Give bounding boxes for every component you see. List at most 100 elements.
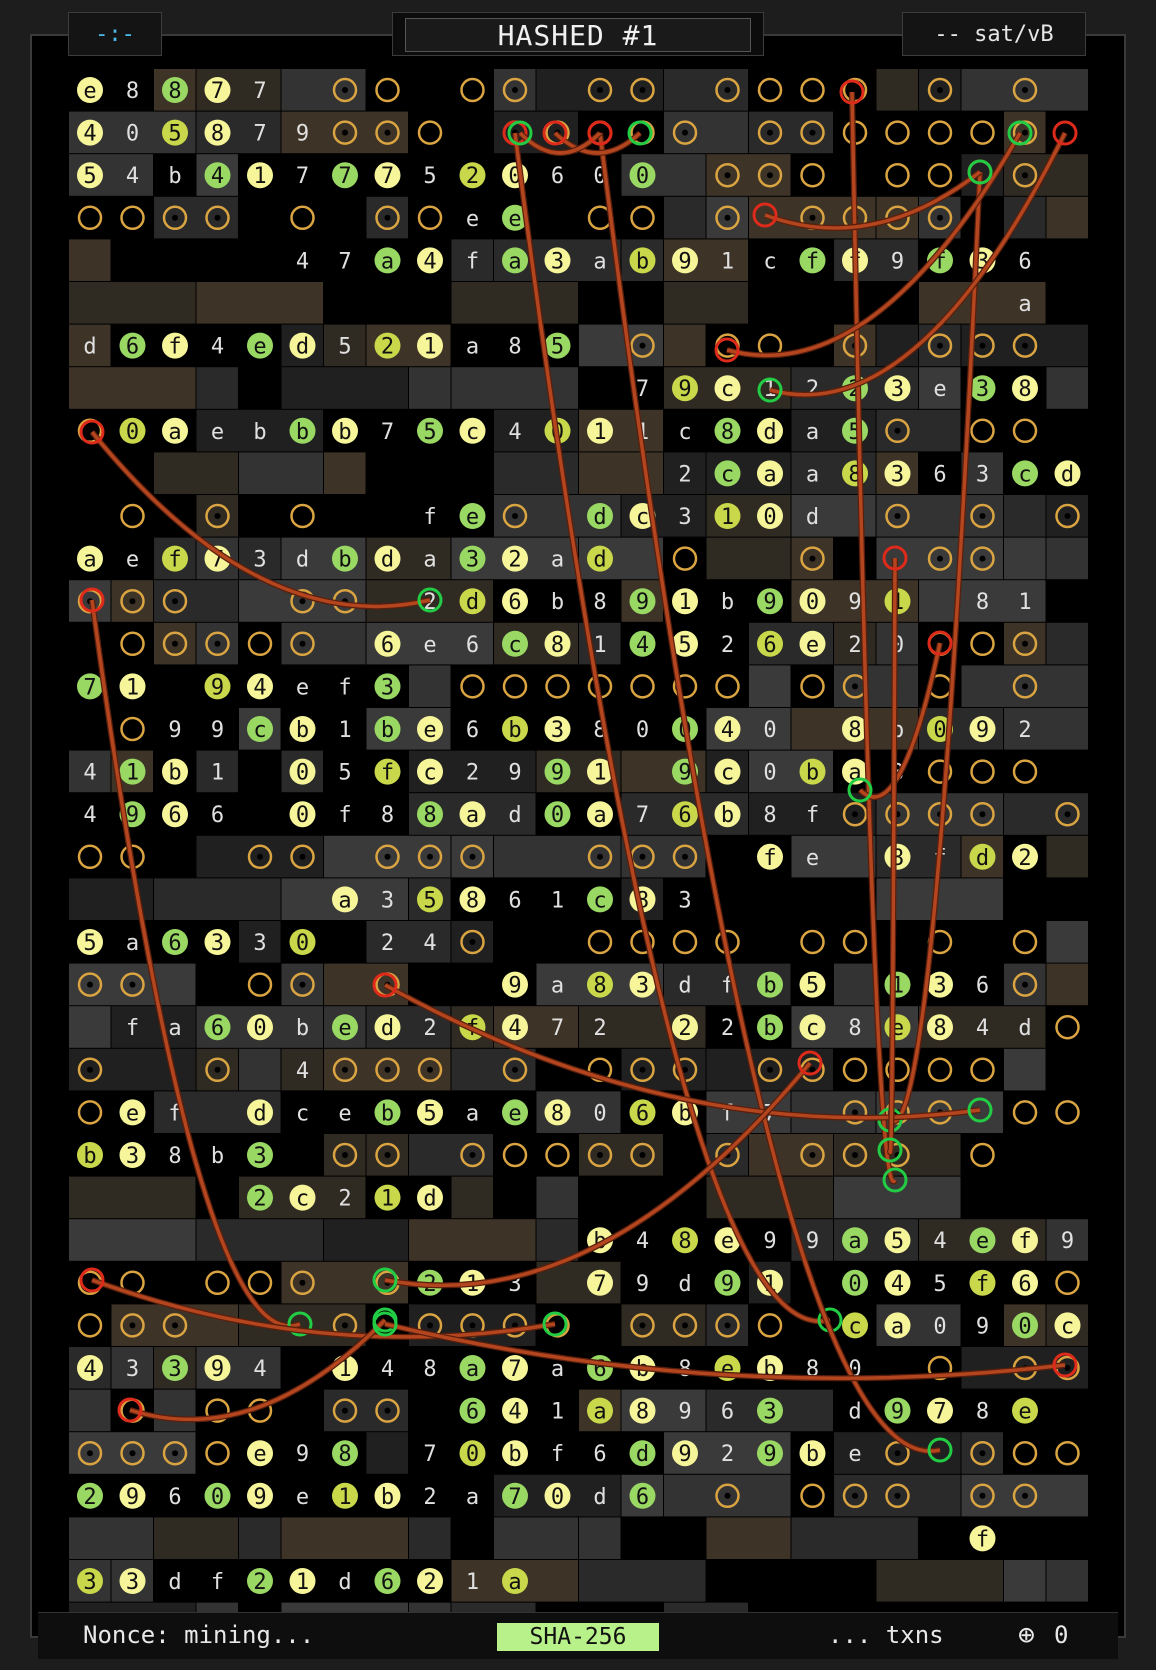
cable-plug[interactable] (542, 120, 568, 146)
jack-socket[interactable] (1012, 418, 1038, 444)
jack-socket[interactable] (970, 759, 995, 784)
jack-socket[interactable] (842, 1142, 868, 1168)
jack-socket[interactable] (120, 972, 145, 997)
cable-plug[interactable] (507, 120, 533, 146)
jack-socket[interactable] (460, 674, 485, 699)
jack-socket[interactable] (630, 1142, 655, 1168)
jack-socket[interactable] (1055, 801, 1080, 827)
jack-socket[interactable] (77, 844, 103, 870)
jack-socket[interactable] (375, 844, 400, 870)
cable[interactable] (384, 1322, 1066, 1380)
cable-plug[interactable] (417, 587, 443, 613)
jack-socket[interactable] (162, 1313, 188, 1338)
jack-socket[interactable] (800, 120, 825, 145)
jack-socket[interactable] (290, 844, 315, 870)
jack-socket[interactable] (1012, 1440, 1038, 1466)
jack-socket[interactable] (205, 503, 230, 529)
jack-socket[interactable] (545, 1142, 570, 1168)
cable-plug[interactable] (752, 202, 778, 228)
jack-socket[interactable] (502, 674, 528, 699)
cable[interactable] (513, 132, 831, 1323)
jack-socket[interactable] (885, 120, 910, 145)
jack-socket[interactable] (247, 1270, 273, 1296)
jack-socket[interactable] (205, 631, 230, 657)
jack-socket[interactable] (120, 631, 145, 657)
jack-socket[interactable] (842, 801, 868, 827)
jack-socket[interactable] (842, 1100, 868, 1125)
jack-socket[interactable] (502, 503, 528, 529)
jack-socket[interactable] (672, 120, 698, 145)
jack-socket[interactable] (162, 1440, 188, 1466)
cable[interactable] (888, 171, 982, 1124)
jack-socket[interactable] (545, 674, 570, 699)
cable-plug[interactable] (1007, 120, 1033, 146)
add-icon[interactable]: ⊕ (1018, 1618, 1035, 1651)
cable-plug[interactable] (79, 419, 105, 445)
cable[interactable] (90, 430, 431, 609)
jack-socket[interactable] (417, 844, 443, 870)
jack-socket[interactable] (927, 120, 953, 145)
jack-socket[interactable] (970, 1483, 995, 1509)
jack-socket[interactable] (1055, 1270, 1080, 1296)
jack-socket[interactable] (77, 1440, 103, 1466)
cable-plug[interactable] (882, 545, 908, 571)
cable[interactable] (384, 1061, 812, 1288)
jack-socket[interactable] (205, 205, 230, 231)
jack-socket[interactable] (290, 631, 315, 657)
jack-socket[interactable] (205, 1398, 230, 1423)
cable-plug[interactable] (797, 1050, 823, 1076)
jack-socket[interactable] (885, 418, 910, 444)
jack-socket[interactable] (672, 844, 698, 870)
cable-plug[interactable] (1052, 1352, 1078, 1378)
jack-socket[interactable] (1012, 77, 1038, 103)
cable-plug[interactable] (757, 377, 783, 403)
jack-socket[interactable] (630, 1057, 655, 1083)
cable[interactable] (850, 91, 897, 1184)
jack-socket[interactable] (332, 120, 358, 145)
cable-plug[interactable] (967, 1097, 993, 1123)
jack-socket[interactable] (800, 162, 825, 188)
jack-socket[interactable] (927, 205, 953, 231)
jack-socket[interactable] (460, 77, 485, 103)
jack-socket[interactable] (1012, 972, 1038, 997)
jack-socket[interactable] (757, 162, 783, 188)
jack-socket[interactable] (205, 1057, 230, 1083)
jack-socket[interactable] (970, 801, 995, 827)
jack-socket[interactable] (672, 1313, 698, 1338)
jack-socket[interactable] (375, 205, 400, 231)
jack-socket[interactable] (927, 77, 953, 103)
cable-plug[interactable] (372, 1267, 398, 1293)
jack-socket[interactable] (842, 1057, 868, 1083)
jack-socket[interactable] (630, 77, 655, 103)
jack-socket[interactable] (630, 1313, 655, 1338)
cable-plug[interactable] (117, 1397, 143, 1423)
jack-socket[interactable] (927, 1355, 953, 1381)
jack-socket[interactable] (800, 77, 825, 103)
cable-plug[interactable] (967, 159, 993, 185)
jack-socket[interactable] (885, 1440, 910, 1466)
jack-socket[interactable] (460, 1142, 485, 1168)
jack-socket[interactable] (1012, 929, 1038, 955)
jack-socket[interactable] (970, 418, 995, 444)
jack-socket[interactable] (842, 1483, 868, 1509)
jack-socket[interactable] (927, 759, 953, 784)
jack-socket[interactable] (715, 77, 740, 103)
jack-socket[interactable] (460, 929, 485, 955)
jack-socket[interactable] (120, 205, 145, 231)
jack-socket[interactable] (120, 588, 145, 614)
jack-socket[interactable] (885, 1483, 910, 1509)
jack-socket[interactable] (460, 844, 485, 870)
jack-socket[interactable] (715, 162, 740, 188)
cable[interactable] (769, 132, 1067, 397)
jack-socket[interactable] (927, 1057, 953, 1083)
jack-socket[interactable] (1012, 759, 1038, 784)
jack-socket[interactable] (1012, 333, 1038, 358)
jack-socket[interactable] (927, 162, 953, 188)
jack-socket[interactable] (970, 1142, 995, 1168)
jack-socket[interactable] (1055, 1440, 1080, 1466)
jack-socket[interactable] (587, 1142, 613, 1168)
jack-socket[interactable] (1012, 674, 1038, 699)
jack-socket[interactable] (417, 120, 443, 145)
jack-socket[interactable] (970, 503, 995, 529)
jack-socket[interactable] (417, 205, 443, 231)
